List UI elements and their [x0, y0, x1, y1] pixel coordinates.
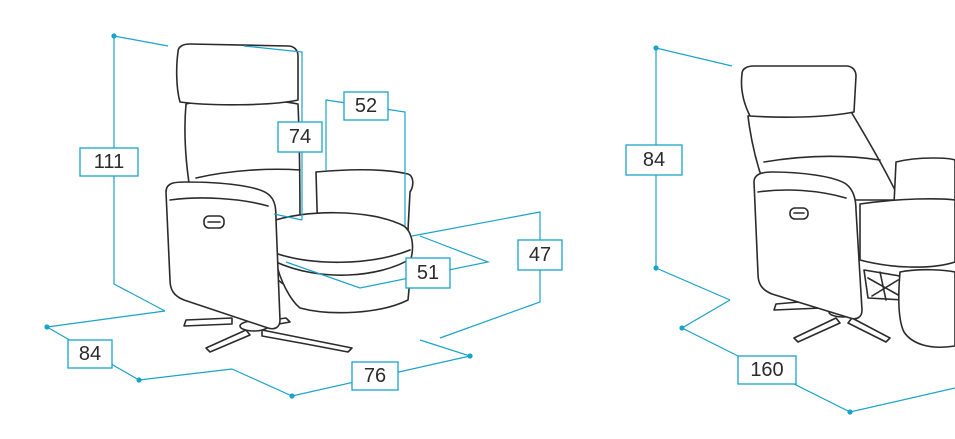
svg-text:84: 84 [643, 149, 665, 171]
label-seat-depth: 51 [405, 257, 451, 289]
svg-text:51: 51 [417, 262, 439, 284]
left-armrest [165, 181, 281, 330]
svg-text:52: 52 [355, 95, 377, 117]
headrest [175, 43, 299, 106]
label-reclined-length: 160 [737, 355, 797, 385]
label-depth: 84 [67, 339, 113, 369]
upright-recliner-drawing [165, 43, 414, 353]
extended-footrest [898, 268, 955, 348]
reclined-headrest [740, 65, 857, 118]
reclined-left-armrest [753, 171, 863, 320]
svg-text:84: 84 [79, 343, 101, 365]
label-backrest-height: 74 [277, 121, 323, 153]
svg-text:111: 111 [94, 151, 124, 173]
label-height: 111 [79, 147, 139, 177]
svg-text:160: 160 [750, 359, 783, 381]
svg-text:74: 74 [289, 126, 311, 148]
label-arm-width: 52 [343, 91, 389, 121]
svg-text:47: 47 [529, 244, 551, 266]
dimension-lines-left [44, 33, 541, 399]
reclined-recliner-drawing [740, 65, 955, 348]
label-seat-height: 47 [517, 239, 563, 271]
label-width: 76 [351, 361, 399, 391]
label-reclined-height: 84 [625, 144, 683, 176]
svg-text:76: 76 [364, 365, 386, 387]
